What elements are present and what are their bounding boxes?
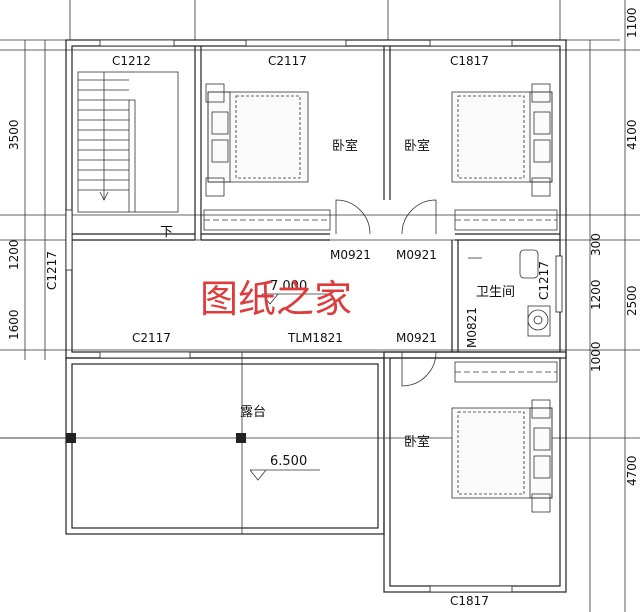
- bed-se: [451, 399, 553, 513]
- window-label-left-side: C1217: [45, 251, 59, 290]
- stair-down-label: 下: [160, 225, 173, 240]
- window-label-bottom-right: C1817: [450, 594, 489, 608]
- dim-right-2500: 2500: [625, 285, 639, 316]
- dim-right-300: 300: [589, 233, 603, 256]
- bed-ne: [451, 83, 553, 197]
- bathroom-fixtures: [468, 249, 551, 337]
- elevation-terrace-value: 6.500: [270, 454, 307, 469]
- window-label-top-right: C1817: [450, 54, 489, 68]
- dim-right-4700: 4700: [625, 455, 639, 486]
- window-label-mid-left: C2117: [132, 331, 171, 345]
- dim-right-1100: 1100: [625, 7, 639, 38]
- bed-nw: [205, 83, 309, 197]
- dim-left-3500: 3500: [7, 119, 21, 150]
- door-label-m4: M0821: [465, 307, 479, 348]
- window-label-top-left: C1212: [112, 54, 151, 68]
- room-label-bedroom-se: 卧室: [404, 434, 430, 450]
- dim-right-1000: 1000: [589, 341, 603, 372]
- door-label-m3: M0921: [396, 331, 437, 345]
- window-label-top-mid: C2117: [268, 54, 307, 68]
- wardrobes: [203, 209, 558, 383]
- door-swings: [335, 199, 437, 387]
- door-label-tlm: TLM1821: [287, 331, 343, 345]
- dim-left-1200: 1200: [7, 239, 21, 270]
- room-label-terrace: 露台: [240, 405, 266, 420]
- window-label-bath-side: C1217: [537, 261, 551, 300]
- elevation-terrace: 6.500: [249, 454, 320, 481]
- room-label-bedroom-ne: 卧室: [404, 138, 430, 154]
- room-label-bedroom-nw: 卧室: [332, 138, 358, 154]
- watermark: 图纸之家: [200, 277, 352, 321]
- window-marks: [65, 39, 563, 593]
- dim-right-4100: 4100: [625, 119, 639, 150]
- dim-left-1600: 1600: [7, 309, 21, 340]
- dim-right-1200: 1200: [589, 279, 603, 310]
- elevation-upper: 7.000: [261, 279, 330, 305]
- door-label-m2: M0921: [396, 248, 437, 262]
- door-label-m1: M0921: [330, 248, 371, 262]
- elevation-upper-value: 7.000: [270, 279, 307, 294]
- staircase: [77, 71, 179, 213]
- terrace-area: [0, 352, 385, 535]
- room-label-bathroom: 卫生间: [476, 285, 515, 300]
